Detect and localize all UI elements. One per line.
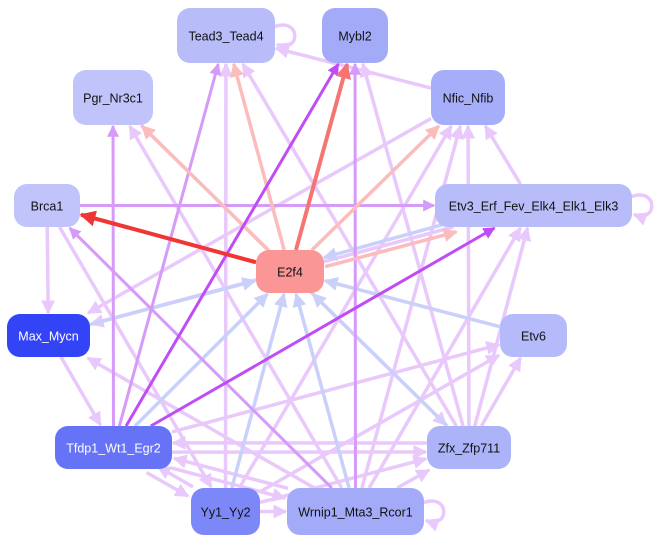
edge-e2f4-to-pgr	[140, 124, 270, 252]
edge-yy1-to-etv6	[259, 353, 501, 494]
edge-tfdp1-to-wrnip1	[170, 466, 287, 502]
edge-wrnip1-to-brca1	[68, 226, 333, 490]
node-box-brca1	[14, 184, 80, 227]
node-pgr[interactable]: Pgr_Nr3c1	[73, 70, 153, 125]
node-box-yy1	[191, 488, 260, 535]
edge-e2f4-to-mybl2	[293, 62, 352, 251]
edge-e2f4-to-nfic	[310, 124, 441, 252]
edge-brca1-to-max	[41, 226, 56, 315]
node-label-tead: Tead3_Tead4	[188, 30, 263, 44]
node-label-etv3: Etv3_Erf_Fev_Elk4_Elk1_Elk3	[449, 200, 619, 214]
edge-tead-to-tead	[274, 23, 297, 56]
edge-wrnip1-to-max	[86, 356, 316, 490]
node-label-wrnip1: Wrnip1_Mta3_Rcor1	[298, 506, 412, 520]
edge-yy1-to-tfdp1	[156, 465, 194, 489]
node-label-yy1: Yy1_Yy2	[200, 506, 250, 520]
edge-yy1-to-e2f4	[230, 292, 288, 489]
node-box-e2f4	[256, 250, 324, 293]
edge-e2f4-to-tead	[230, 62, 286, 251]
node-wrnip1[interactable]: Wrnip1_Mta3_Rcor1	[287, 488, 424, 535]
edge-max-to-e2f4	[89, 277, 257, 327]
node-box-pgr	[73, 70, 153, 125]
node-box-mybl2	[322, 8, 388, 63]
edge-wrnip1-to-e2f4	[292, 292, 351, 489]
node-box-tead	[177, 8, 275, 63]
node-zfx[interactable]: Zfx_Zfp711	[427, 426, 511, 469]
node-label-etv6: Etv6	[521, 330, 546, 344]
node-label-brca1: Brca1	[31, 200, 64, 214]
edge-zfx-to-tead	[241, 62, 458, 427]
edge-yy1-to-zfx	[259, 455, 428, 505]
edge-tfdp1-to-etv6	[171, 341, 501, 434]
edge-max-to-tfdp1	[59, 356, 102, 427]
node-brca1[interactable]: Brca1	[14, 184, 80, 227]
edge-e2f4-to-brca1	[79, 210, 257, 265]
node-label-e2f4: E2f4	[277, 266, 303, 280]
node-tfdp1[interactable]: Tfdp1_Wt1_Egr2	[55, 426, 172, 469]
edge-zfx-to-nfic	[461, 124, 476, 427]
edge-etv3-to-nfic	[483, 124, 522, 185]
node-tead[interactable]: Tead3_Tead4	[177, 8, 275, 63]
node-yy1[interactable]: Yy1_Yy2	[191, 488, 260, 535]
edge-tfdp1-to-etv3	[150, 226, 496, 428]
nodes-layer: Tead3_Tead4 Mybl2 Pgr_Nr3c1 Nfic_Nfib Br…	[7, 8, 632, 535]
node-label-tfdp1: Tfdp1_Wt1_Egr2	[66, 442, 161, 456]
node-etv3[interactable]: Etv3_Erf_Fev_Elk4_Elk1_Elk3	[435, 184, 632, 227]
node-box-etv3	[435, 184, 632, 227]
node-box-wrnip1	[287, 488, 424, 535]
edge-e2f4-to-etv3	[324, 228, 458, 269]
node-label-max: Max_Mycn	[18, 330, 78, 344]
edge-nfic-to-max	[86, 116, 432, 315]
node-box-nfic	[431, 70, 505, 125]
edge-yy1-to-nfic	[237, 124, 453, 489]
node-etv6[interactable]: Etv6	[500, 314, 567, 357]
node-box-tfdp1	[55, 426, 172, 469]
node-box-etv6	[500, 314, 567, 357]
edge-wrnip1-to-tfdp1	[172, 454, 289, 491]
node-mybl2[interactable]: Mybl2	[322, 8, 388, 63]
edge-tfdp1-to-mybl2	[124, 62, 340, 427]
edge-tfdp1-to-yy1	[145, 470, 190, 498]
node-box-max	[7, 314, 90, 357]
edge-etv6-to-e2f4	[323, 277, 501, 329]
node-label-mybl2: Mybl2	[338, 30, 371, 44]
edge-wrnip1-to-pgr	[128, 124, 344, 489]
edges-layer	[41, 23, 654, 532]
node-box-zfx	[427, 426, 511, 469]
edge-wrnip1-to-wrnip1	[423, 499, 446, 532]
edge-zfx-to-e2f4	[311, 292, 449, 428]
edge-wrnip1-to-zfx	[396, 468, 431, 490]
node-e2f4[interactable]: E2f4	[256, 250, 324, 293]
node-label-nfic: Nfic_Nfib	[443, 92, 494, 106]
edge-zfx-to-etv6	[479, 356, 523, 427]
node-max[interactable]: Max_Mycn	[7, 314, 90, 357]
node-label-pgr: Pgr_Nr3c1	[83, 92, 143, 106]
node-nfic[interactable]: Nfic_Nfib	[431, 70, 505, 125]
edge-tfdp1-to-tead	[117, 62, 222, 427]
edge-etv3-to-e2f4	[322, 221, 449, 261]
edge-etv3-to-etv3	[631, 193, 654, 226]
node-label-zfx: Zfx_Zfp711	[438, 442, 500, 456]
